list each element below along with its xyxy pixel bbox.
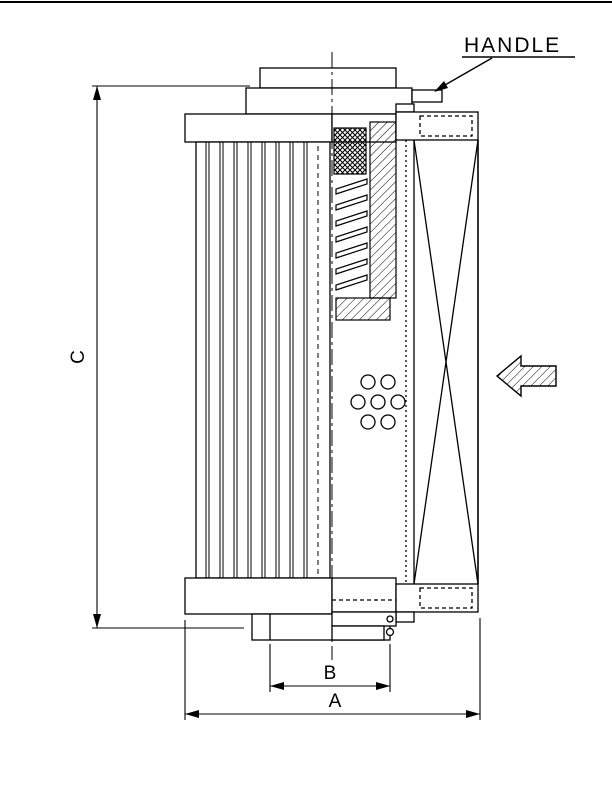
handle-label: HANDLE xyxy=(464,34,561,57)
pleated-media xyxy=(195,141,331,579)
gasket-top xyxy=(419,115,473,137)
top-cap xyxy=(245,67,443,115)
bypass-valve xyxy=(333,121,397,321)
gasket-bottom xyxy=(419,587,473,609)
valve-seat xyxy=(335,297,391,321)
dim-c-label: C xyxy=(68,350,89,364)
dimension-c: C xyxy=(68,85,250,629)
spring xyxy=(335,178,368,291)
shell-flange-top xyxy=(395,111,479,141)
end-cap-bottom xyxy=(184,577,333,615)
dim-a-label: A xyxy=(329,691,342,712)
handle-tab xyxy=(411,89,443,103)
shell-flange-bottom xyxy=(395,583,479,613)
dim-b-label: B xyxy=(324,663,337,684)
filter-element-left xyxy=(184,113,397,641)
leader-arrowhead xyxy=(434,81,448,92)
mesh-screen xyxy=(333,127,367,175)
dimension-b: B xyxy=(269,644,391,692)
valve-housing-wall xyxy=(369,121,397,299)
perforation-holes xyxy=(350,374,406,430)
outer-shell xyxy=(395,103,479,623)
handle-callout: HANDLE xyxy=(434,34,575,92)
end-cap-top xyxy=(184,113,333,143)
element-cross-line-2 xyxy=(413,139,479,585)
dimension-a: A xyxy=(184,618,481,720)
flow-direction-arrow xyxy=(495,354,557,398)
